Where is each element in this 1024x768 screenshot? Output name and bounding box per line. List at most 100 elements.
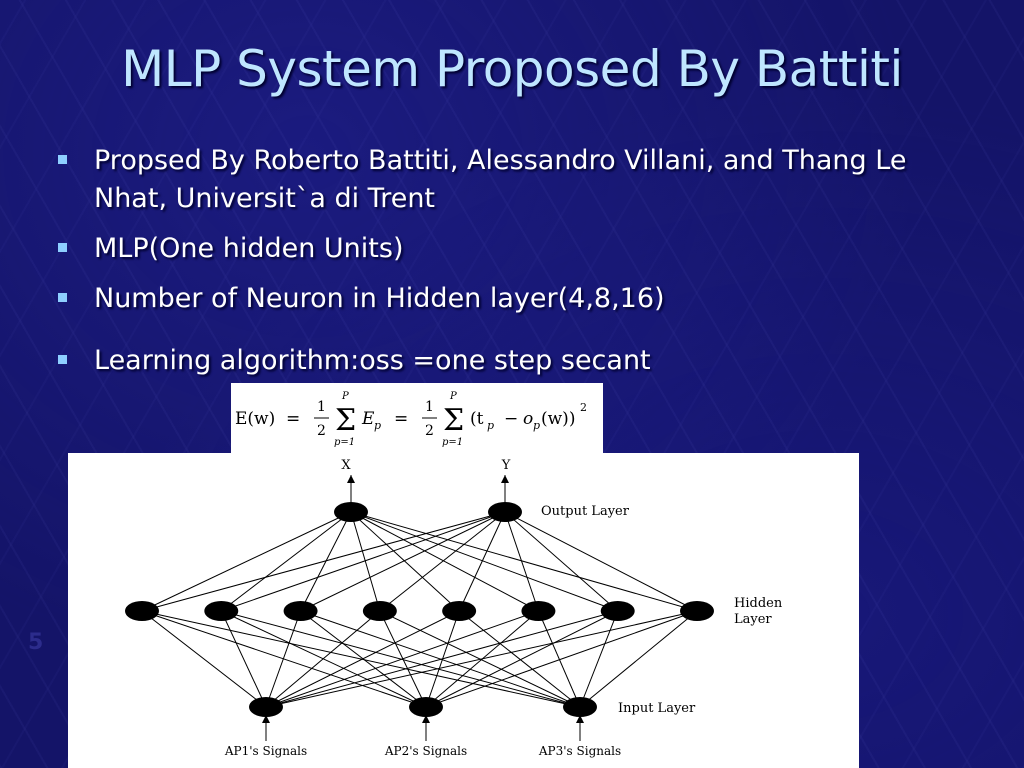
network-nodes <box>125 475 714 723</box>
hidden-neuron-2 <box>283 601 318 621</box>
edge-hidden-5-output-0 <box>350 511 539 612</box>
bullet-item-mlp: MLP(One hidden Units) <box>54 230 974 268</box>
hidden-layer-label-line1: Hidden <box>734 596 783 611</box>
square-bullet-icon <box>58 155 67 164</box>
edge-hidden-3-output-1 <box>379 511 506 612</box>
bullet-text-learning-algorithm: Learning algorithm:oss =one step secant <box>94 345 651 376</box>
eq-frac-num-2: 1 <box>425 399 434 415</box>
eq-sum-top-1: P <box>341 391 349 402</box>
edge-hidden-6-output-1 <box>504 511 619 612</box>
eq-term2-close: (w)) <box>541 409 575 429</box>
square-bullet-icon <box>58 243 67 252</box>
edge-input-2-hidden-5 <box>537 610 581 708</box>
edge-hidden-1-output-0 <box>220 511 352 612</box>
hidden-neuron-0 <box>125 601 159 621</box>
edge-input-1-hidden-6 <box>425 610 618 708</box>
bullet-item-hidden-neurons: Number of Neuron in Hidden layer(4,8,16) <box>54 280 974 318</box>
bullet-text-mlp: MLP(One hidden Units) <box>94 233 404 264</box>
eq-minus: − <box>504 409 518 429</box>
edge-hidden-5-output-1 <box>504 511 539 612</box>
eq-equals-1: = <box>286 409 300 429</box>
output-label-y: Y <box>501 458 511 473</box>
edge-input-2-hidden-1 <box>221 610 581 708</box>
arrow-up-icon <box>262 715 270 723</box>
arrow-up-icon <box>576 715 584 723</box>
output-label-x: X <box>341 458 351 473</box>
hidden-neuron-5 <box>521 601 556 621</box>
network-svg: X Y Output Layer Hidden Layer Input Laye… <box>125 458 783 758</box>
bullet-list: Propsed By Roberto Battiti, Alessandro V… <box>54 142 974 392</box>
eq-lhs: E(w) <box>235 409 275 429</box>
square-bullet-icon <box>58 293 67 302</box>
square-bullet-icon <box>58 355 67 364</box>
edge-input-0-hidden-6 <box>265 610 618 708</box>
output-neuron-0 <box>334 502 368 522</box>
edge-hidden-6-output-0 <box>350 511 618 612</box>
edge-hidden-4-output-0 <box>350 511 460 612</box>
mlp-network-diagram: X Y Output Layer Hidden Layer Input Laye… <box>68 453 859 768</box>
eq-power: 2 <box>580 401 587 414</box>
eq-term2-open: (t <box>470 409 484 429</box>
input-signal-label-ap3: AP3's Signals <box>538 744 621 758</box>
eq-frac-den-2: 2 <box>425 423 434 439</box>
slide-title: MLP System Proposed By Battiti <box>121 40 903 98</box>
hidden-neuron-1 <box>204 601 239 621</box>
edge-input-0-hidden-0 <box>141 610 267 708</box>
edge-hidden-4-output-1 <box>458 511 506 612</box>
edge-hidden-2-output-1 <box>300 511 506 612</box>
hidden-neuron-7 <box>680 601 714 621</box>
input-signal-label-ap2: AP2's Signals <box>384 744 467 758</box>
bullet-text-authors: Propsed By Roberto Battiti, Alessandro V… <box>94 145 907 214</box>
arrow-up-icon <box>422 715 430 723</box>
arrow-up-icon <box>347 475 355 483</box>
input-neuron-1 <box>409 697 443 717</box>
equation-svg: E(w) = 1 2 P Σ p=1 E p = 1 2 P Σ p=1 (t … <box>235 391 587 448</box>
input-signal-label-ap1: AP1's Signals <box>224 744 307 758</box>
edge-input-2-hidden-7 <box>579 610 698 708</box>
edge-hidden-7-output-1 <box>504 511 698 612</box>
edge-input-0-hidden-5 <box>265 610 539 708</box>
input-layer-label: Input Layer <box>618 701 696 716</box>
sigma-icon: Σ <box>443 403 464 438</box>
input-neuron-0 <box>249 697 283 717</box>
edge-input-0-hidden-7 <box>265 610 698 708</box>
eq-term1: E <box>361 409 375 429</box>
slide-number: 5 <box>28 630 44 655</box>
eq-frac-num-1: 1 <box>317 399 326 415</box>
bullet-item-authors: Propsed By Roberto Battiti, Alessandro V… <box>54 142 974 218</box>
hidden-neuron-6 <box>600 601 635 621</box>
error-equation: E(w) = 1 2 P Σ p=1 E p = 1 2 P Σ p=1 (t … <box>231 383 603 453</box>
eq-term2-sub-t: p <box>487 419 494 432</box>
hidden-neuron-3 <box>362 601 397 621</box>
eq-term1-sub: p <box>374 419 381 432</box>
edge-hidden-2-output-0 <box>300 511 352 612</box>
eq-term2-sub-o: p <box>533 419 540 432</box>
output-layer-label: Output Layer <box>541 504 630 519</box>
eq-sum-bottom-2: p=1 <box>442 437 463 448</box>
arrow-up-icon <box>501 475 509 483</box>
edge-hidden-7-output-0 <box>350 511 698 612</box>
eq-sum-bottom-1: p=1 <box>334 437 355 448</box>
eq-term2-o: o <box>523 409 533 429</box>
bullet-item-learning-algorithm: Learning algorithm:oss =one step secant <box>54 342 974 380</box>
edge-input-2-hidden-4 <box>458 610 581 708</box>
edge-hidden-0-output-0 <box>141 511 352 612</box>
hidden-neuron-4 <box>442 601 477 621</box>
eq-frac-den-1: 2 <box>317 423 326 439</box>
bullet-text-hidden-neurons: Number of Neuron in Hidden layer(4,8,16) <box>94 283 665 314</box>
edge-input-0-hidden-1 <box>220 610 267 708</box>
edge-hidden-3-output-0 <box>350 511 381 612</box>
hidden-layer-label-line2: Layer <box>734 612 772 627</box>
edge-input-1-hidden-0 <box>141 610 427 708</box>
eq-sum-top-2: P <box>449 391 457 402</box>
edge-input-2-hidden-6 <box>579 610 619 708</box>
edge-hidden-1-output-1 <box>221 511 506 612</box>
output-neuron-1 <box>488 502 522 522</box>
edge-input-2-hidden-0 <box>141 610 581 708</box>
input-neuron-2 <box>563 697 597 717</box>
edge-input-0-hidden-4 <box>265 610 460 708</box>
edge-input-0-hidden-3 <box>265 610 381 708</box>
edge-hidden-0-output-1 <box>141 511 506 612</box>
edge-input-0-hidden-2 <box>265 610 302 708</box>
eq-equals-2: = <box>394 409 408 429</box>
